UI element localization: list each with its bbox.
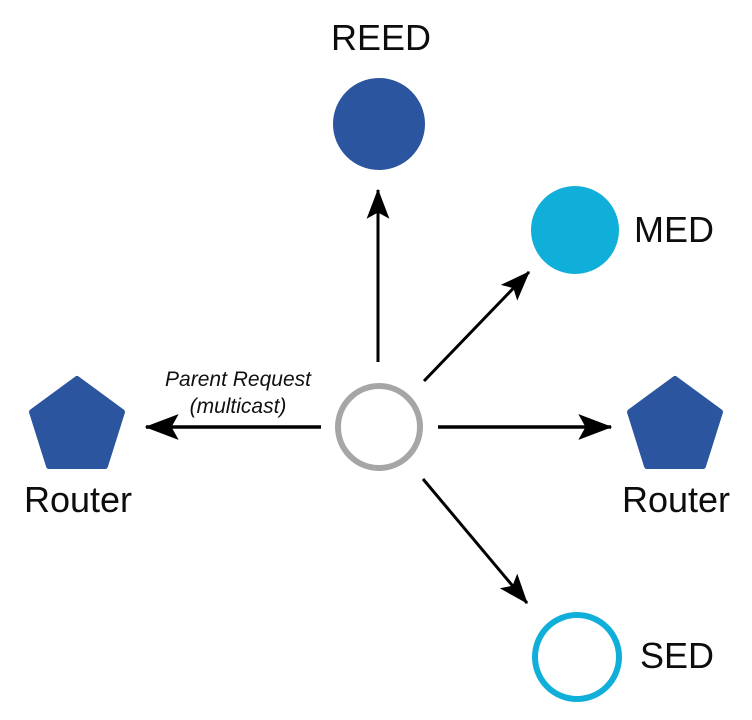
node-label-sed: SED [640,635,715,676]
node-router-right[interactable] [627,376,723,469]
node-sed[interactable] [532,612,622,702]
node-reed[interactable] [333,78,425,170]
node-label-router-left: Router [23,479,133,520]
node-router-left[interactable] [29,376,125,469]
node-med[interactable] [531,186,619,274]
edge-label-line-1: Parent Request [165,368,311,391]
edge-to-med [422,270,531,383]
edge-to-sed [421,478,529,604]
node-label-router-right: Router [621,479,731,520]
edge-label-line-2: (multicast) [189,395,287,419]
node-label-med: MED [634,209,714,250]
edge-group [144,188,613,604]
node-center-source[interactable] [335,383,423,471]
node-group [29,78,723,702]
edge-label-parent-request: Parent Request (multicast) [165,366,311,421]
node-label-reed: REED [330,17,432,58]
